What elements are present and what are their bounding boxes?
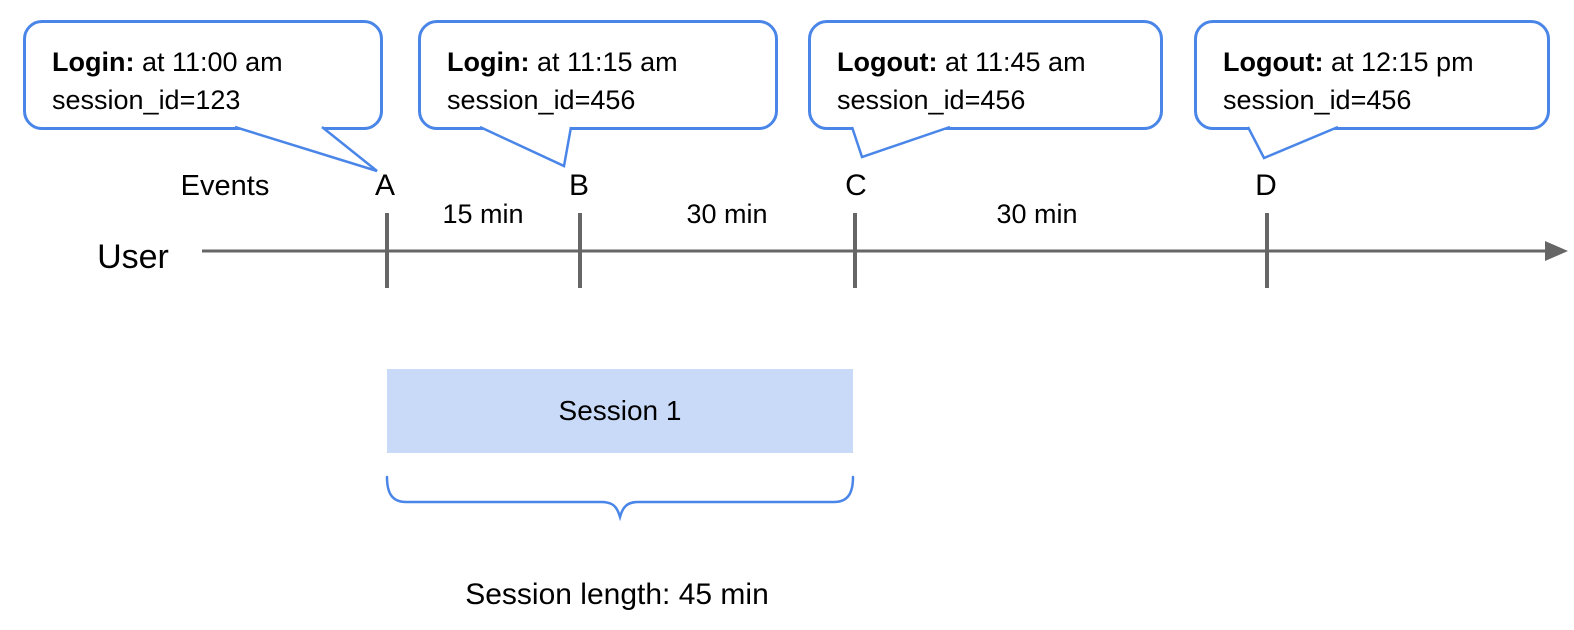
callout-tail-c bbox=[850, 125, 951, 159]
event-session-text: session_id=456 bbox=[837, 85, 1026, 115]
user-row-label: User bbox=[97, 238, 169, 276]
callout-bubble-d: Logout: at 12:15 pm session_id=456 bbox=[1194, 20, 1550, 130]
tick-letter-c: C bbox=[845, 169, 867, 202]
event-type-label: Login: bbox=[52, 47, 135, 77]
event-time-text: at 12:15 pm bbox=[1330, 47, 1474, 77]
callout-tail-d bbox=[1246, 125, 1339, 160]
callout-tail-b bbox=[479, 125, 573, 168]
interval-label-ab: 15 min bbox=[442, 199, 524, 229]
event-session-text: session_id=123 bbox=[52, 85, 241, 115]
event-time-text: at 11:00 am bbox=[141, 47, 283, 77]
interval-label-bc: 30 min bbox=[686, 199, 768, 229]
session-box-label: Session 1 bbox=[558, 395, 682, 426]
callout-bubble-a: Login: at 11:00 am session_id=123 bbox=[23, 20, 383, 130]
event-time-text: at 11:45 am bbox=[944, 47, 1086, 77]
interval-label-cd: 30 min bbox=[996, 199, 1078, 229]
event-type-label: Logout: bbox=[837, 47, 938, 77]
tick-letter-d: D bbox=[1255, 169, 1277, 202]
callout-bubble-b: Login: at 11:15 am session_id=456 bbox=[418, 20, 778, 130]
callout-line-1: Logout: at 11:45 am bbox=[837, 43, 1150, 81]
callout-line-1: Logout: at 12:15 pm bbox=[1223, 43, 1537, 81]
session-brace bbox=[385, 475, 855, 522]
tick-letter-a: A bbox=[374, 169, 395, 202]
event-session-text: session_id=456 bbox=[1223, 85, 1412, 115]
callout-bubble-c: Logout: at 11:45 am session_id=456 bbox=[808, 20, 1163, 130]
arrowhead-icon bbox=[1545, 241, 1568, 261]
callout-line-1: Login: at 11:15 am bbox=[447, 43, 765, 81]
session-length-label: Session length: 45 min bbox=[465, 578, 769, 611]
event-type-label: Logout: bbox=[1223, 47, 1324, 77]
event-session-text: session_id=456 bbox=[447, 85, 636, 115]
tick-letter-b: B bbox=[568, 169, 589, 202]
callout-line-1: Login: at 11:00 am bbox=[52, 43, 370, 81]
events-row-label: Events bbox=[180, 170, 270, 202]
event-type-label: Login: bbox=[447, 47, 530, 77]
event-time-text: at 11:15 am bbox=[536, 47, 678, 77]
callout-tail-a bbox=[234, 125, 378, 173]
session-box: Session 1 bbox=[387, 369, 853, 453]
